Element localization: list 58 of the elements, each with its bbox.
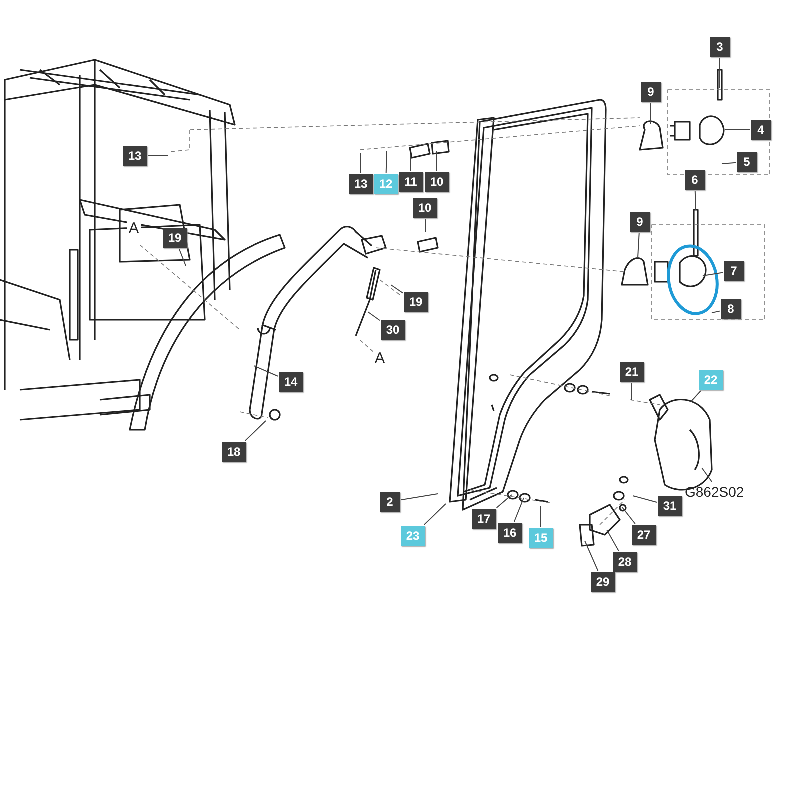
leader-line <box>514 498 524 522</box>
callout-number: 22 <box>699 370 723 390</box>
callout-number: 4 <box>751 120 771 140</box>
callout-number: 11 <box>399 172 423 192</box>
leader-line <box>410 154 412 172</box>
callout-number: 8 <box>721 299 741 319</box>
callout-number: 31 <box>658 496 682 516</box>
leader-line <box>390 284 404 294</box>
leader-line <box>702 468 713 482</box>
leader-line <box>622 506 636 524</box>
callout-number: 7 <box>724 261 744 281</box>
callout-number: 12 <box>374 174 398 194</box>
leader-line <box>424 218 426 232</box>
leader-line <box>606 530 620 552</box>
callout-number: 28 <box>613 552 637 572</box>
callout-number: 27 <box>632 525 656 545</box>
leader-line <box>496 494 512 508</box>
callout-number: 9 <box>641 82 661 102</box>
callout-number: 13 <box>123 146 147 166</box>
leader-line <box>400 494 438 501</box>
callout-number: 3 <box>710 37 730 57</box>
callout-number: 14 <box>279 372 303 392</box>
callout-number: 16 <box>498 523 522 543</box>
leader-line <box>632 496 658 503</box>
callout-number: 17 <box>472 509 496 529</box>
leader-line <box>694 190 696 210</box>
callout-number: 9 <box>630 212 650 232</box>
leader-line <box>386 150 388 174</box>
callout-number: 19 <box>404 292 428 312</box>
callout-number: 30 <box>381 320 405 340</box>
leader-line <box>584 540 599 572</box>
leader-line <box>722 162 736 164</box>
leader-line <box>690 390 702 402</box>
callout-number: 21 <box>620 362 644 382</box>
leader-line <box>436 150 438 172</box>
leader-line <box>360 152 362 174</box>
callout-number: 5 <box>737 152 757 172</box>
drawing-code: G862S02 <box>685 483 744 501</box>
leader-line <box>650 102 652 124</box>
callout-number: 15 <box>529 528 553 548</box>
callout-number: 2 <box>380 492 400 512</box>
callout-number: 18 <box>222 442 246 462</box>
leader-line <box>244 420 266 442</box>
callout-number: 23 <box>401 526 425 546</box>
leader-line <box>540 506 542 528</box>
callout-number: 6 <box>685 170 705 190</box>
leader-line <box>178 248 186 266</box>
leader-line <box>254 366 278 377</box>
callout-number: 19 <box>163 228 187 248</box>
leader-line <box>638 232 640 258</box>
leader-line <box>712 310 720 314</box>
leader-line <box>702 272 724 276</box>
leader-line <box>424 504 446 526</box>
callout-number: 10 <box>425 172 449 192</box>
callout-number: 13 <box>349 174 373 194</box>
callout-number: 29 <box>591 572 615 592</box>
callout-number: 10 <box>413 198 437 218</box>
leader-line <box>368 312 380 322</box>
